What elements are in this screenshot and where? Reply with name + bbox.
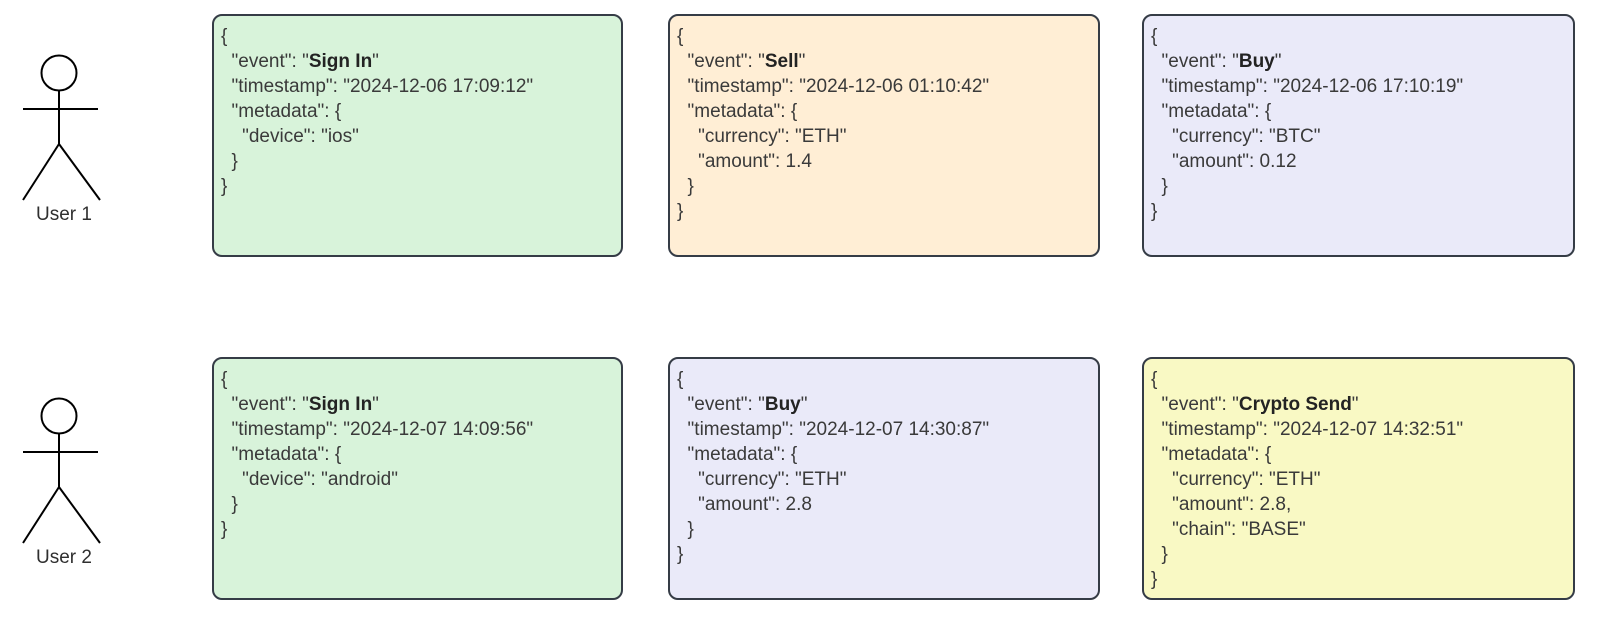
actor-label-user1: User 1 [36, 204, 92, 225]
json-line: "chain": "BASE" [1151, 519, 1306, 540]
json-line: "metadata": { [1151, 101, 1272, 122]
json-line: "currency": "ETH" [1151, 469, 1321, 490]
event-card-user2-cryptosend[interactable]: { "event": "Crypto Send" "timestamp": "2… [1142, 357, 1575, 600]
event-card-user1-sell[interactable]: { "event": "Sell" "timestamp": "2024-12-… [668, 14, 1100, 257]
json-line: { [1151, 369, 1158, 390]
json-line: "timestamp": "2024-12-07 14:32:51" [1151, 419, 1464, 440]
json-line: "event": "Sign In" [221, 394, 379, 415]
json-line: { [221, 369, 228, 390]
json-line: "timestamp": "2024-12-07 14:09:56" [221, 419, 534, 440]
json-line: { [1151, 26, 1158, 47]
event-card-user2-signin[interactable]: { "event": "Sign In" "timestamp": "2024-… [212, 357, 623, 600]
json-line: "event": "Buy" [677, 394, 808, 415]
json-line: } [677, 201, 684, 222]
json-line: "timestamp": "2024-12-06 01:10:42" [677, 76, 990, 97]
stick-figure-icon [22, 54, 101, 201]
json-line: "metadata": { [677, 444, 798, 465]
json-line: "metadata": { [677, 101, 798, 122]
json-line: "metadata": { [1151, 444, 1272, 465]
json-line: "event": "Sign In" [221, 51, 379, 72]
actor-user1[interactable]: User 1 [18, 52, 110, 226]
json-line: { [677, 369, 684, 390]
json-line: } [1151, 569, 1158, 590]
json-line: "device": "android" [221, 469, 398, 490]
json-line: } [677, 176, 694, 197]
json-line: "event": "Crypto Send" [1151, 394, 1359, 415]
json-line: } [677, 519, 694, 540]
json-line: } [221, 519, 228, 540]
json-line: "amount": 2.8, [1151, 494, 1292, 515]
json-line: } [1151, 201, 1158, 222]
json-line: "currency": "ETH" [677, 126, 847, 147]
json-line: { [221, 26, 228, 47]
json-line: } [1151, 176, 1168, 197]
json-line: "metadata": { [221, 444, 342, 465]
json-line: { [677, 26, 684, 47]
json-line: "device": "ios" [221, 126, 359, 147]
json-line: "amount": 2.8 [677, 494, 812, 515]
stick-figure-icon [22, 397, 101, 544]
json-line: } [221, 151, 238, 172]
actor-user2[interactable]: User 2 [18, 395, 110, 569]
json-line: "timestamp": "2024-12-06 17:10:19" [1151, 76, 1464, 97]
json-line: "currency": "BTC" [1151, 126, 1321, 147]
event-card-user1-signin[interactable]: { "event": "Sign In" "timestamp": "2024-… [212, 14, 623, 257]
json-line: } [1151, 544, 1168, 565]
json-line: "timestamp": "2024-12-07 14:30:87" [677, 419, 990, 440]
json-line: "event": "Buy" [1151, 51, 1282, 72]
actor-label-user2: User 2 [36, 547, 92, 568]
event-card-user1-buy[interactable]: { "event": "Buy" "timestamp": "2024-12-0… [1142, 14, 1575, 257]
json-line: } [677, 544, 684, 565]
json-line: "timestamp": "2024-12-06 17:09:12" [221, 76, 534, 97]
event-card-user2-buy[interactable]: { "event": "Buy" "timestamp": "2024-12-0… [668, 357, 1100, 600]
json-line: "currency": "ETH" [677, 469, 847, 490]
json-line: "amount": 0.12 [1151, 151, 1297, 172]
json-line: "amount": 1.4 [677, 151, 812, 172]
json-line: } [221, 494, 238, 515]
json-line: } [221, 176, 228, 197]
json-line: "metadata": { [221, 101, 342, 122]
json-line: "event": "Sell" [677, 51, 806, 72]
